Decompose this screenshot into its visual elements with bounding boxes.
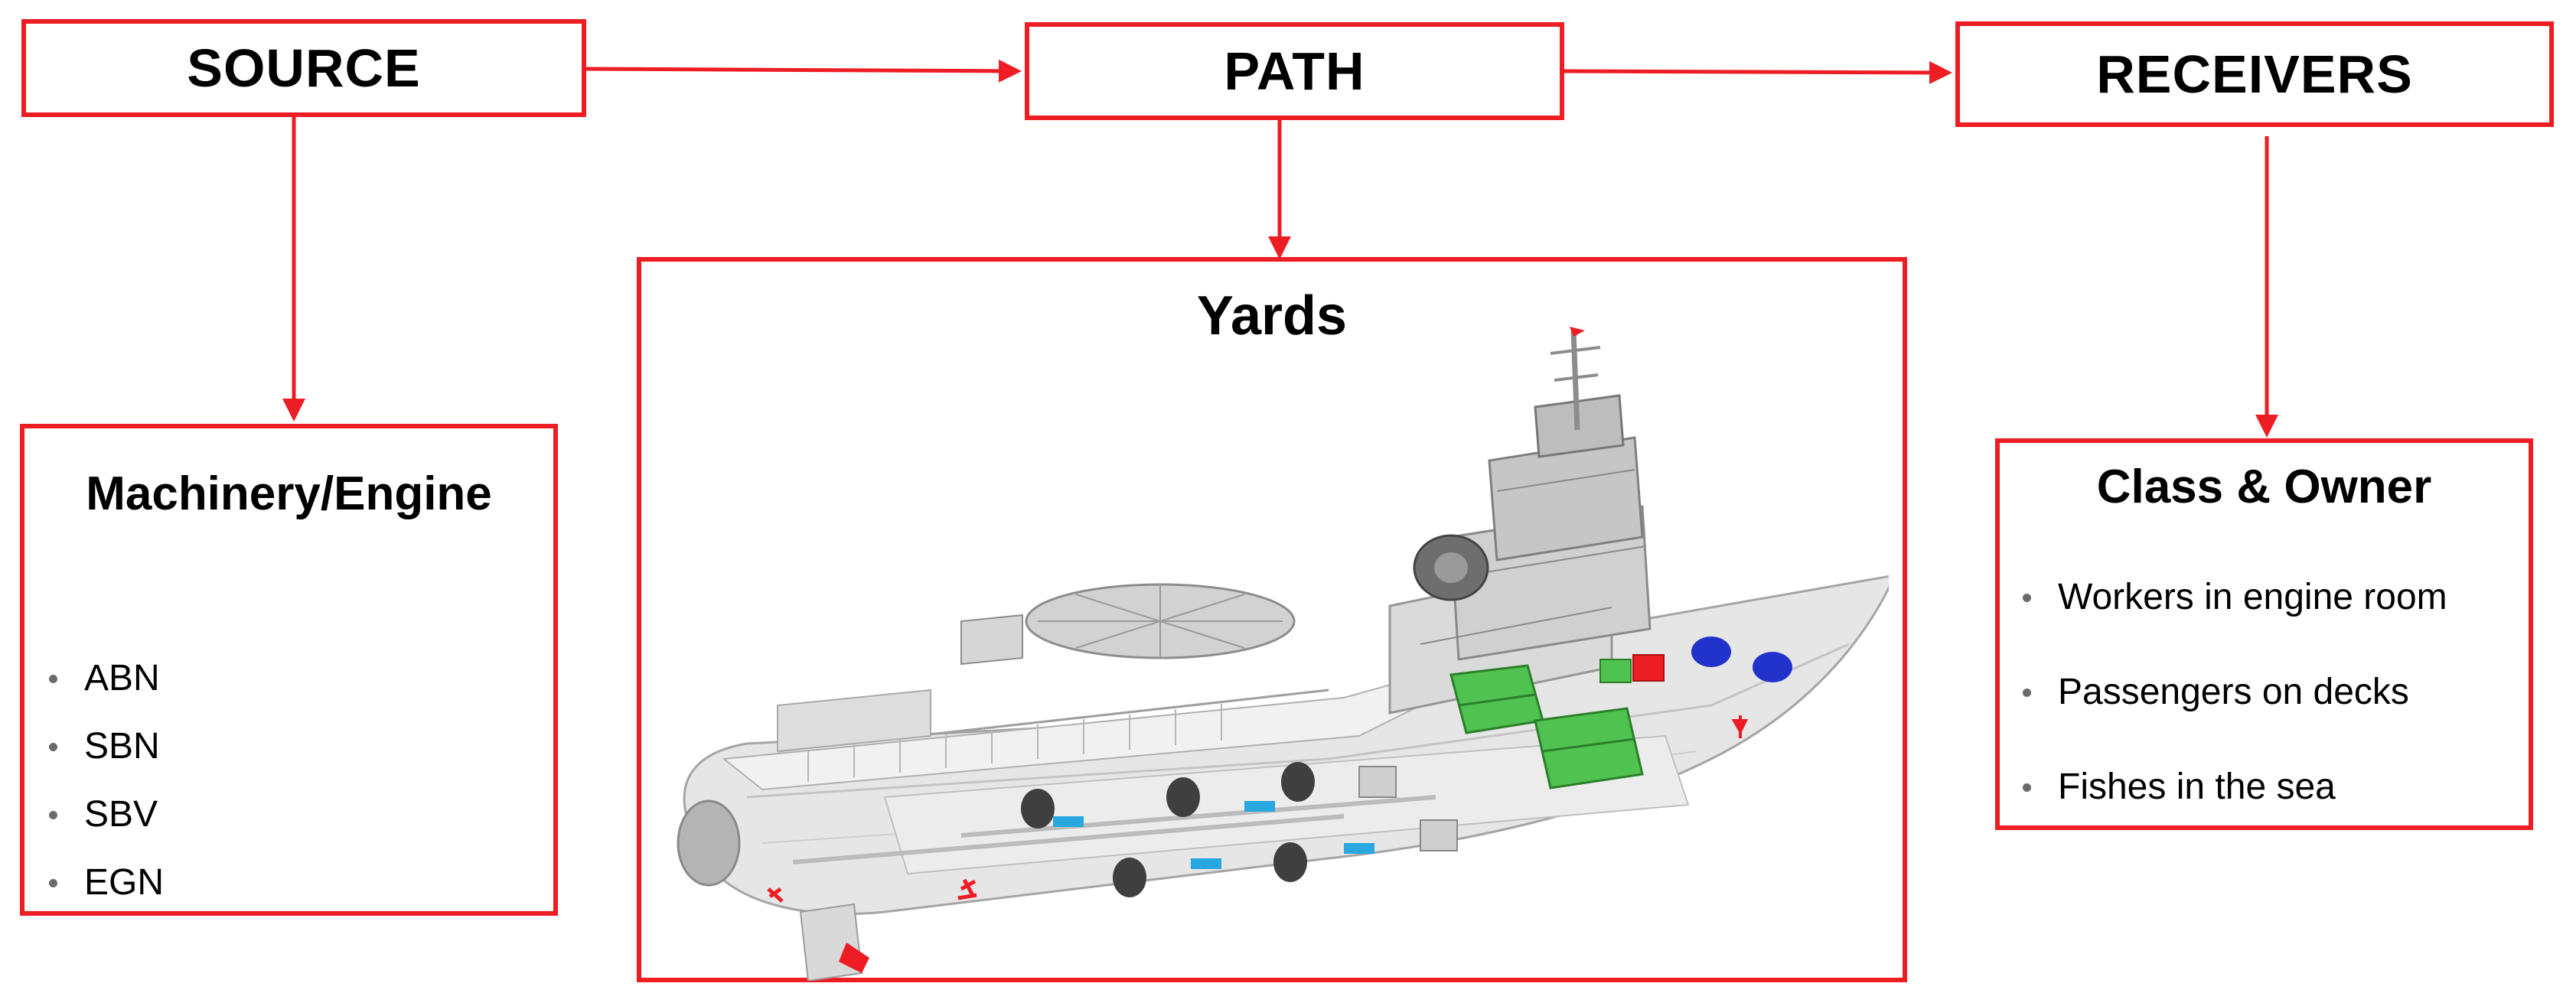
source-header: SOURCE bbox=[21, 19, 586, 117]
receivers-header: RECEIVERS bbox=[1955, 21, 2554, 127]
ship-cutaway-illustration bbox=[677, 327, 1889, 981]
arrow-path-to-receivers bbox=[1564, 60, 1952, 84]
receivers-list: Workers in engine room Passengers on dec… bbox=[2023, 550, 2447, 835]
machinery-engine-title: Machinery/Engine bbox=[86, 467, 492, 520]
machinery-engine-box: Machinery/Engine ABN SBN SBV EGN bbox=[20, 424, 558, 916]
class-owner-box: Class & Owner Workers in engine room Pas… bbox=[1995, 438, 2533, 830]
yards-box: Yards bbox=[637, 257, 1907, 982]
list-item: SBV bbox=[48, 780, 164, 848]
arrow-source-to-path bbox=[585, 59, 1022, 83]
list-item: Passengers on decks bbox=[2023, 645, 2447, 740]
source-header-label: SOURCE bbox=[187, 38, 421, 98]
list-item: EGN bbox=[48, 848, 164, 916]
path-header: PATH bbox=[1025, 22, 1564, 120]
list-item: SBN bbox=[48, 712, 164, 780]
list-item: ABN bbox=[48, 644, 164, 712]
receivers-header-label: RECEIVERS bbox=[2096, 44, 2413, 104]
yards-title: Yards bbox=[1196, 285, 1348, 347]
source-list: ABN SBN SBV EGN bbox=[48, 644, 164, 916]
path-header-label: PATH bbox=[1224, 41, 1365, 101]
class-owner-title: Class & Owner bbox=[2096, 461, 2432, 513]
list-item: Fishes in the sea bbox=[2023, 740, 2447, 835]
list-item: Workers in engine room bbox=[2023, 550, 2447, 645]
